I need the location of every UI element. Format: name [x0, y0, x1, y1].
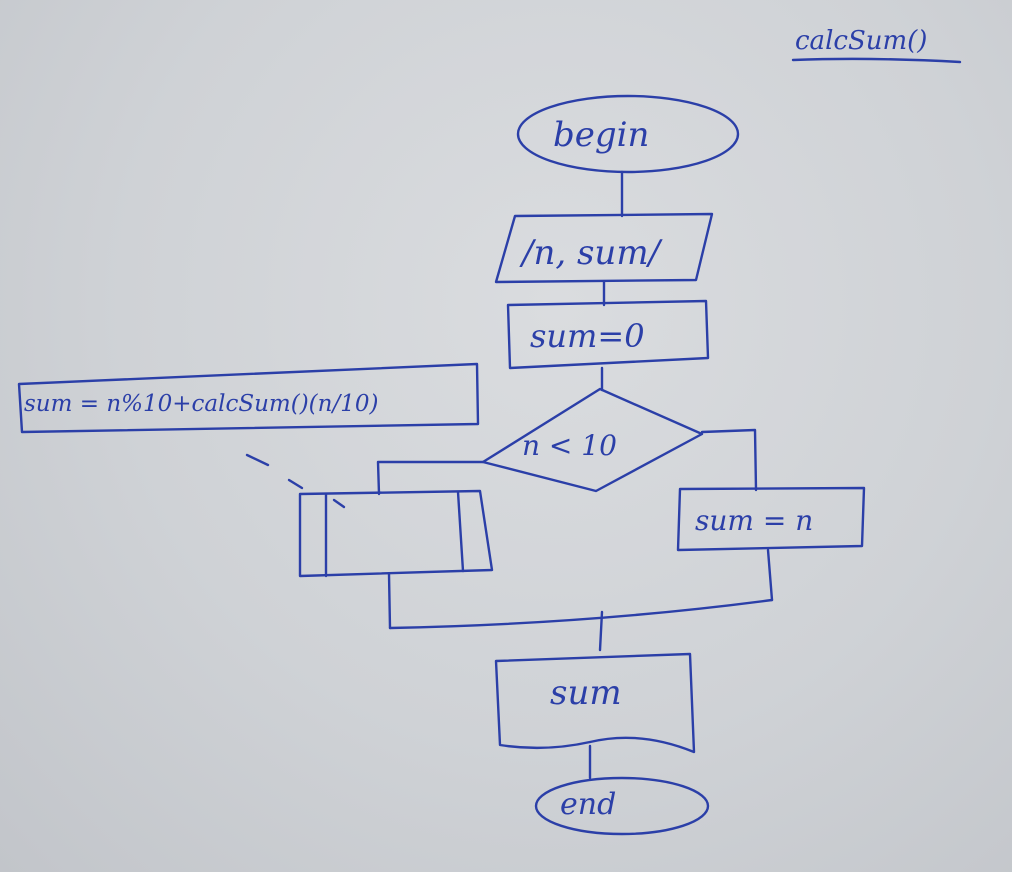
connector-false-merge [387, 572, 392, 630]
connector-true-merge [766, 548, 774, 602]
start-terminal-label: begin [553, 115, 650, 155]
comment-box-shape [17, 362, 480, 434]
init-process-shape [506, 299, 710, 370]
decision-diamond-shape [481, 387, 704, 493]
merge-line [388, 598, 774, 630]
comment-link-dash-2 [287, 478, 304, 490]
output-document-shape [494, 652, 696, 754]
diagram-title: calcSum() [795, 26, 928, 56]
subprocess-shape [298, 489, 494, 578]
connector-decision-false [376, 460, 485, 496]
end-terminal-label: end [560, 787, 617, 822]
comment-link-dash-1 [245, 453, 270, 467]
decision-label: n < 10 [522, 429, 617, 462]
output-label: sum [550, 673, 622, 713]
comment-link-dash-3 [332, 498, 346, 509]
connector-decision-true [700, 428, 758, 492]
start-terminal-shape [516, 94, 740, 174]
init-process-label: sum=0 [530, 317, 645, 355]
input-label: /n, sum/ [522, 233, 661, 273]
true-branch-label: sum = n [695, 504, 814, 537]
input-parallelogram-shape [494, 212, 714, 284]
connector-merge-output [598, 610, 604, 652]
comment-label: sum = n%10+calcSum()(n/10) [24, 391, 379, 417]
end-terminal-shape [534, 776, 710, 836]
title-underline [791, 57, 962, 64]
subprocess-right-bar [456, 490, 465, 573]
true-branch-process-shape [676, 486, 866, 552]
